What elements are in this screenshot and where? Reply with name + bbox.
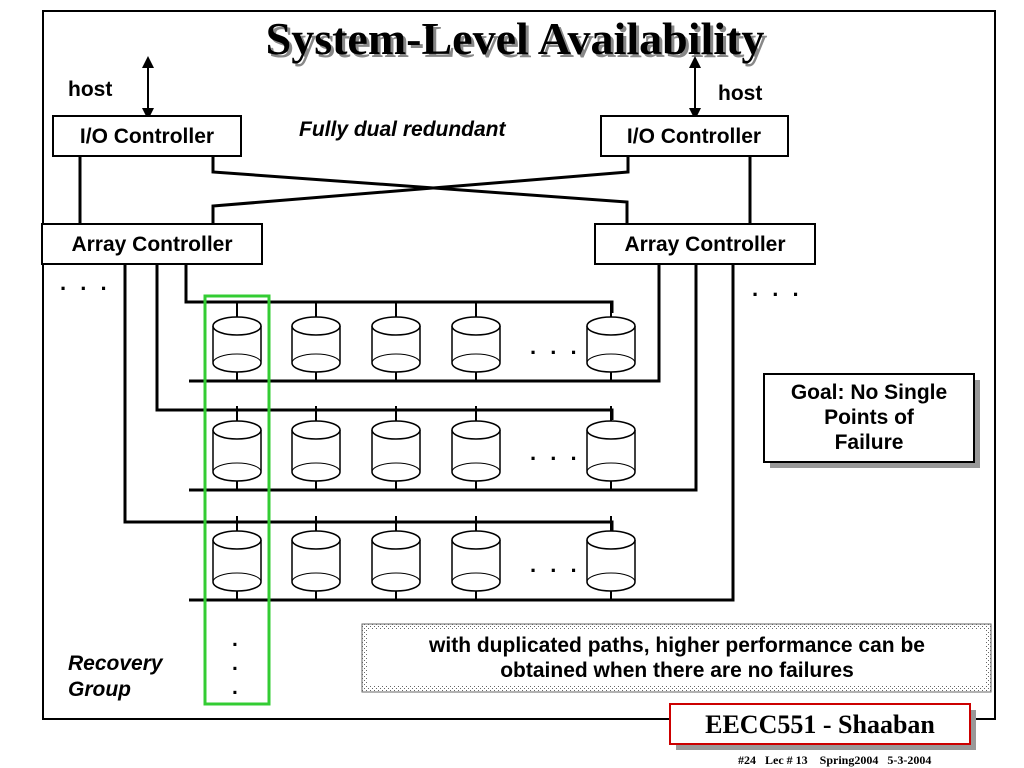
io-controller-right-label: I/O Controller (627, 125, 761, 148)
badge-label: EECC551 - Shaaban (705, 710, 935, 739)
slide-title: System-Level Availability (266, 13, 765, 64)
disk-r3-c2 (291, 516, 341, 600)
disk-r2-c1 (212, 406, 262, 490)
slide-frame (42, 10, 996, 720)
disk-r1-c3 (371, 302, 421, 381)
disk-r2-c3 (371, 406, 421, 490)
host-label-left: host (68, 78, 112, 101)
disk-r1-c4 (451, 302, 501, 381)
goal-line-3: Failure (835, 431, 904, 454)
ellipsis-right: . . . (752, 276, 803, 301)
io-controller-left-label: I/O Controller (80, 125, 214, 148)
array-controller-right: Array Controller (594, 223, 816, 265)
array-controller-left: Array Controller (41, 223, 263, 265)
disk-r1-c2 (291, 302, 341, 381)
disk-r1-c5 (586, 302, 636, 381)
vertical-dot-1: . (232, 628, 238, 651)
vertical-dot-3: . (232, 676, 238, 699)
slide-footer: #24 Lec # 13 Spring2004 5-3-2004 (738, 753, 931, 767)
goal-line-2: Points of (824, 406, 915, 429)
redundancy-note: Fully dual redundant (299, 118, 507, 141)
recovery-group-highlight (203, 294, 271, 706)
row2-ellipsis: . . . (530, 440, 581, 465)
io-controller-right: I/O Controller (600, 115, 789, 157)
performance-note: with duplicated paths, higher performanc… (361, 623, 992, 693)
disk-r3-c4 (451, 516, 501, 600)
io-controller-left: I/O Controller (52, 115, 242, 157)
recovery-group-label-1: Recovery (68, 652, 164, 675)
goal-box: Goal: No Single Points of Failure (763, 373, 980, 468)
disk-r2-c4 (451, 406, 501, 490)
vertical-dot-2: . (232, 652, 238, 675)
row1-ellipsis: . . . (530, 334, 581, 359)
disk-r3-c1 (212, 516, 262, 600)
disk-r1-c1 (212, 302, 262, 381)
performance-note-line-1: with duplicated paths, higher performanc… (428, 634, 925, 657)
host-label-right: host (718, 82, 762, 105)
row3-ellipsis: . . . (530, 552, 581, 577)
disk-r2-c5 (586, 406, 636, 490)
ellipsis-left: . . . (60, 270, 111, 295)
disk-array (212, 302, 636, 600)
goal-line-1: Goal: No Single (791, 381, 947, 404)
disk-r3-c5 (586, 516, 636, 600)
io-array-links (78, 156, 752, 225)
recovery-group-label-2: Group (68, 678, 131, 701)
array-controller-right-label: Array Controller (624, 233, 785, 256)
disk-r3-c3 (371, 516, 421, 600)
array-controller-left-label: Array Controller (71, 233, 232, 256)
course-badge: EECC551 - Shaaban (669, 703, 976, 750)
title-shadow: System-Level Availability (269, 16, 768, 67)
performance-note-line-2: obtained when there are no failures (500, 659, 854, 682)
disk-r2-c2 (291, 406, 341, 490)
